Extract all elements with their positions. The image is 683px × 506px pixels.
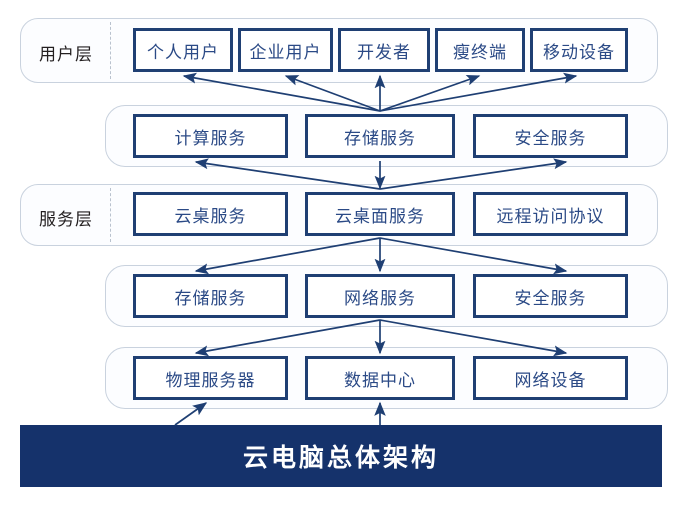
- node-compute-service[interactable]: 计算服务: [133, 114, 288, 158]
- node-network-device[interactable]: 网络设备: [473, 356, 628, 400]
- node-thin-client[interactable]: 瘦终端: [435, 28, 525, 72]
- node-storage-service[interactable]: 存储服务: [305, 114, 455, 158]
- node-physical-server[interactable]: 物理服务器: [133, 356, 288, 400]
- node-cloud-desk-service[interactable]: 云桌服务: [133, 192, 288, 236]
- node-storage-service-2[interactable]: 存储服务: [133, 274, 288, 318]
- diagram-title-banner: 云电脑总体架构: [20, 425, 662, 487]
- node-personal-user[interactable]: 个人用户: [133, 28, 233, 72]
- node-network-service[interactable]: 网络服务: [305, 274, 455, 318]
- node-security-service-2[interactable]: 安全服务: [473, 274, 628, 318]
- node-cloud-desktop-service[interactable]: 云桌面服务: [305, 192, 455, 236]
- node-enterprise-user[interactable]: 企业用户: [238, 28, 333, 72]
- node-developer[interactable]: 开发者: [338, 28, 430, 72]
- node-security-service[interactable]: 安全服务: [473, 114, 628, 158]
- layer-divider-service: [110, 188, 111, 242]
- node-data-center[interactable]: 数据中心: [305, 356, 455, 400]
- layer-label-service: 服务层: [39, 210, 93, 229]
- node-remote-access-protocol[interactable]: 远程访问协议: [473, 192, 628, 236]
- layer-label-user: 用户层: [39, 45, 93, 64]
- node-mobile-device[interactable]: 移动设备: [530, 28, 628, 72]
- layer-divider-user: [110, 22, 111, 79]
